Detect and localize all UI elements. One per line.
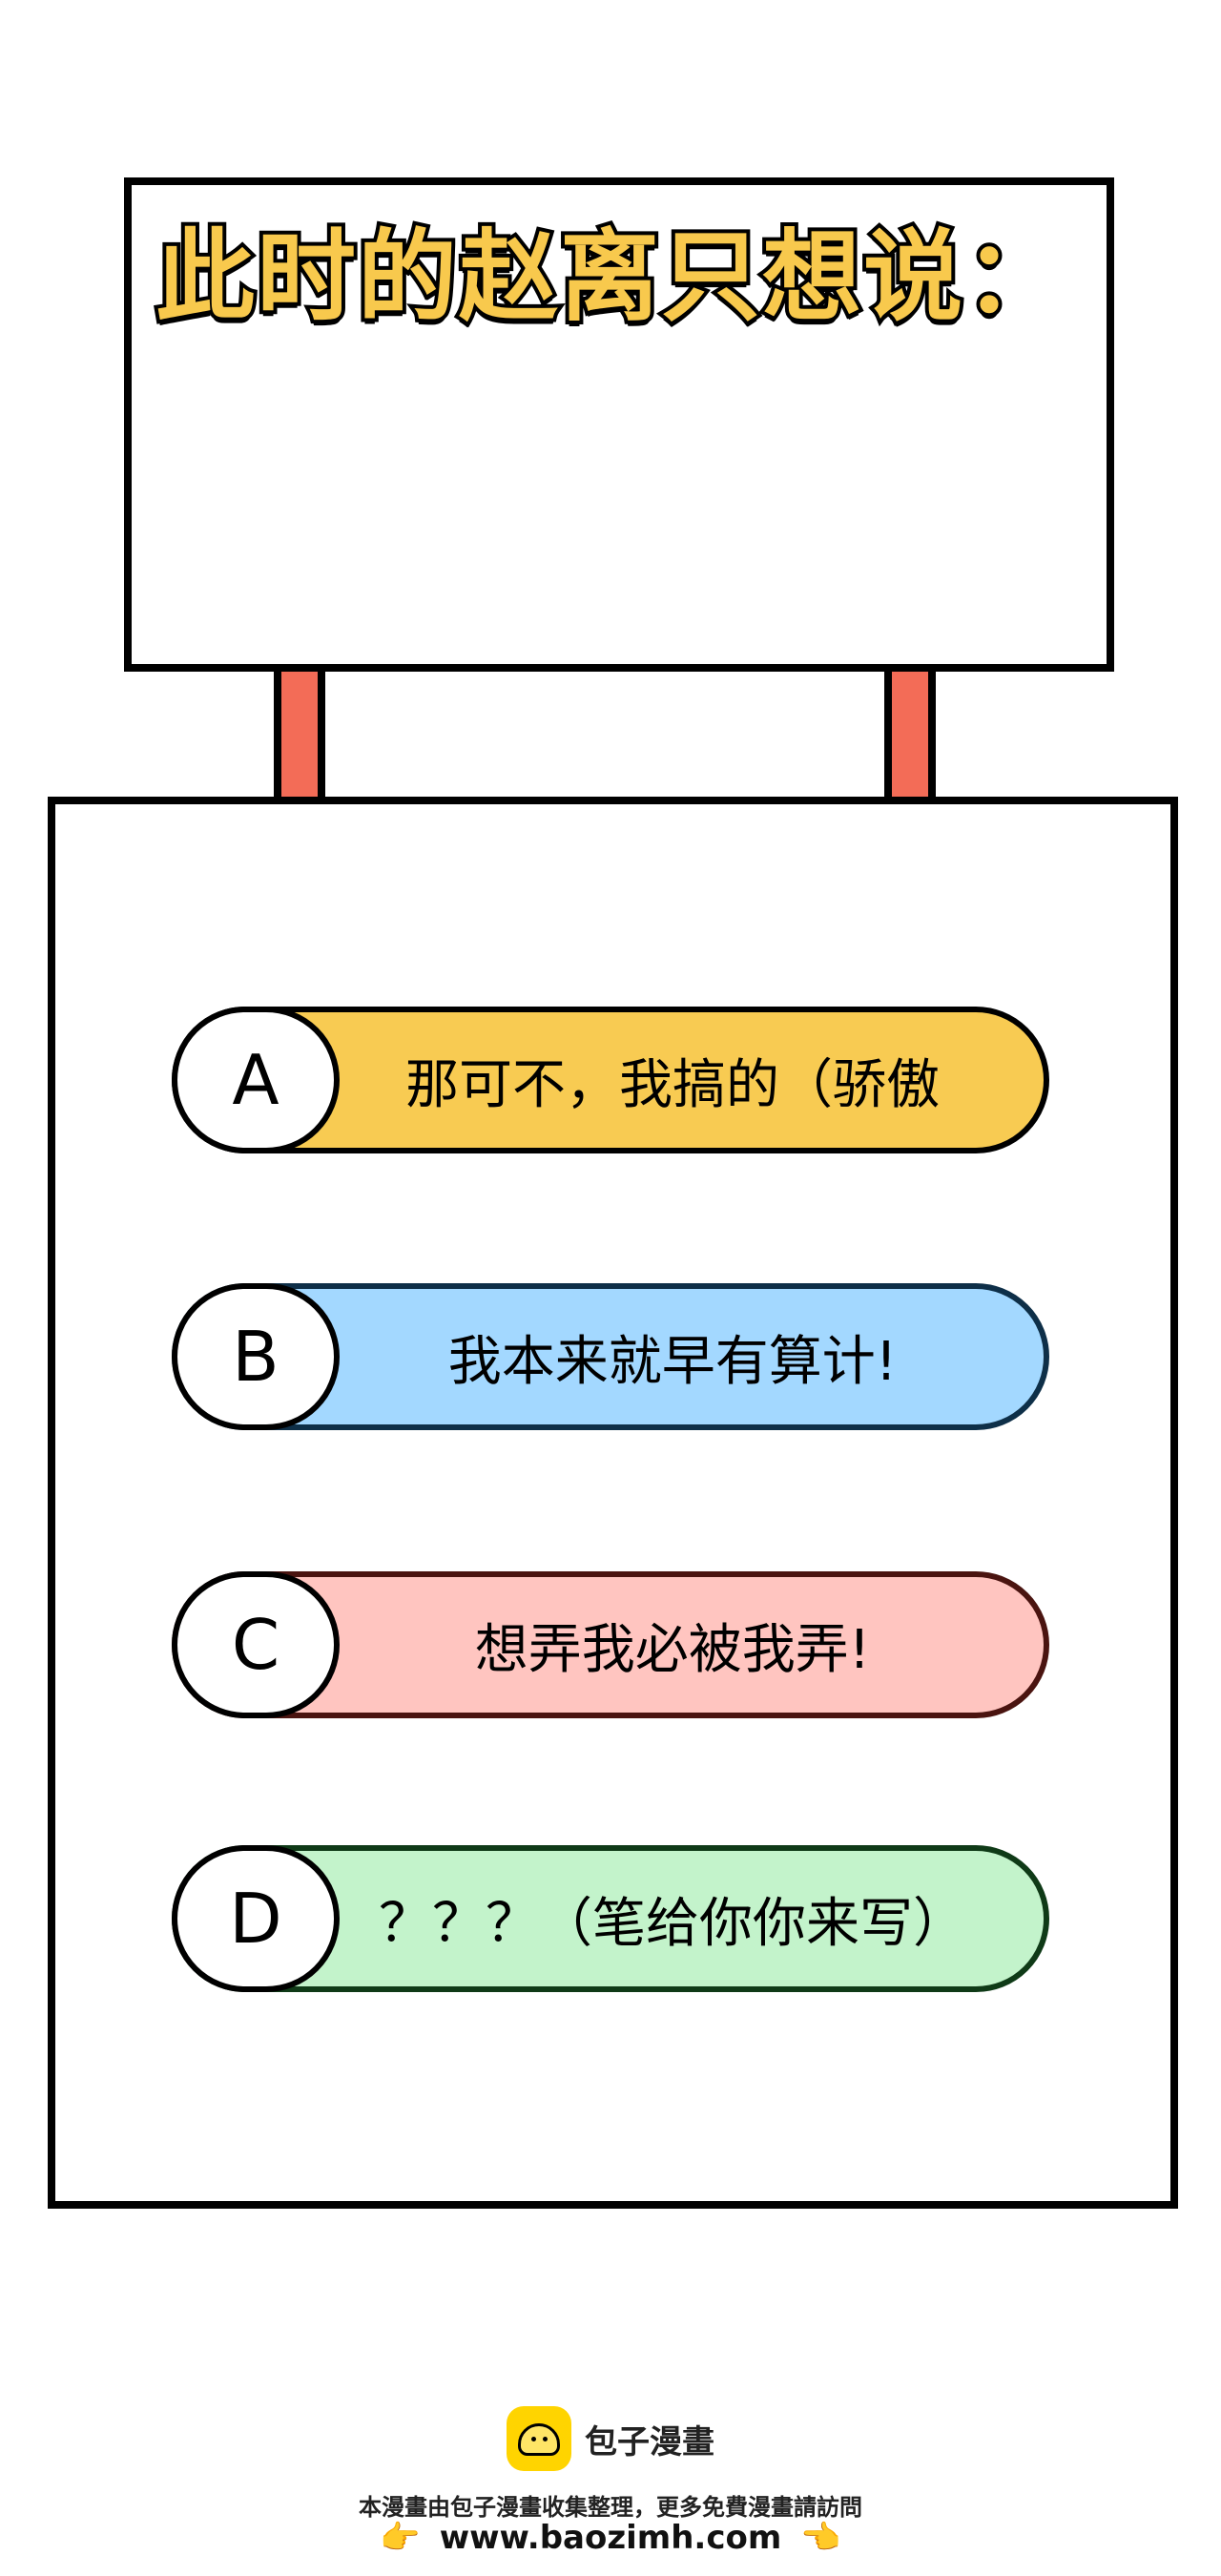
option-text: ？？？（笔给你你来写） — [379, 1892, 966, 1955]
pointing-right-hand-icon: 👉 — [380, 2519, 421, 2557]
option-d[interactable]: D ？？？（笔给你你来写） — [172, 1845, 1049, 1992]
option-letter: B — [172, 1283, 340, 1430]
brand-name: 包子漫畫 — [585, 2422, 714, 2462]
bun-logo-icon — [507, 2406, 571, 2471]
sign-board — [124, 177, 1114, 672]
option-text: 想弄我必被我弄! — [474, 1618, 871, 1681]
sign-post-left — [274, 672, 325, 800]
footer-url[interactable]: www.baozimh.com — [439, 2519, 782, 2557]
pointing-left-hand-icon: 👈 — [800, 2519, 841, 2557]
option-letter: C — [172, 1571, 340, 1718]
sign-title: 此时的赵离只想说： — [152, 215, 1067, 339]
option-a[interactable]: A 那可不，我搞的（骄傲 — [172, 1007, 1049, 1153]
footer-note: 本漫畫由包子漫畫收集整理，更多免費漫畫請訪問 — [359, 2494, 862, 2521]
option-text: 我本来就早有算计! — [447, 1330, 898, 1393]
option-text: 那可不，我搞的（骄傲 — [405, 1053, 940, 1116]
option-letter: A — [172, 1007, 340, 1153]
option-c[interactable]: C 想弄我必被我弄! — [172, 1571, 1049, 1718]
option-letter: D — [172, 1845, 340, 1992]
footer-url-row[interactable]: 👉 www.baozimh.com 👈 — [0, 2519, 1221, 2557]
sign-post-right — [884, 672, 936, 800]
option-b[interactable]: B 我本来就早有算计! — [172, 1283, 1049, 1430]
footer-brand[interactable]: 包子漫畫 — [0, 2406, 1221, 2471]
